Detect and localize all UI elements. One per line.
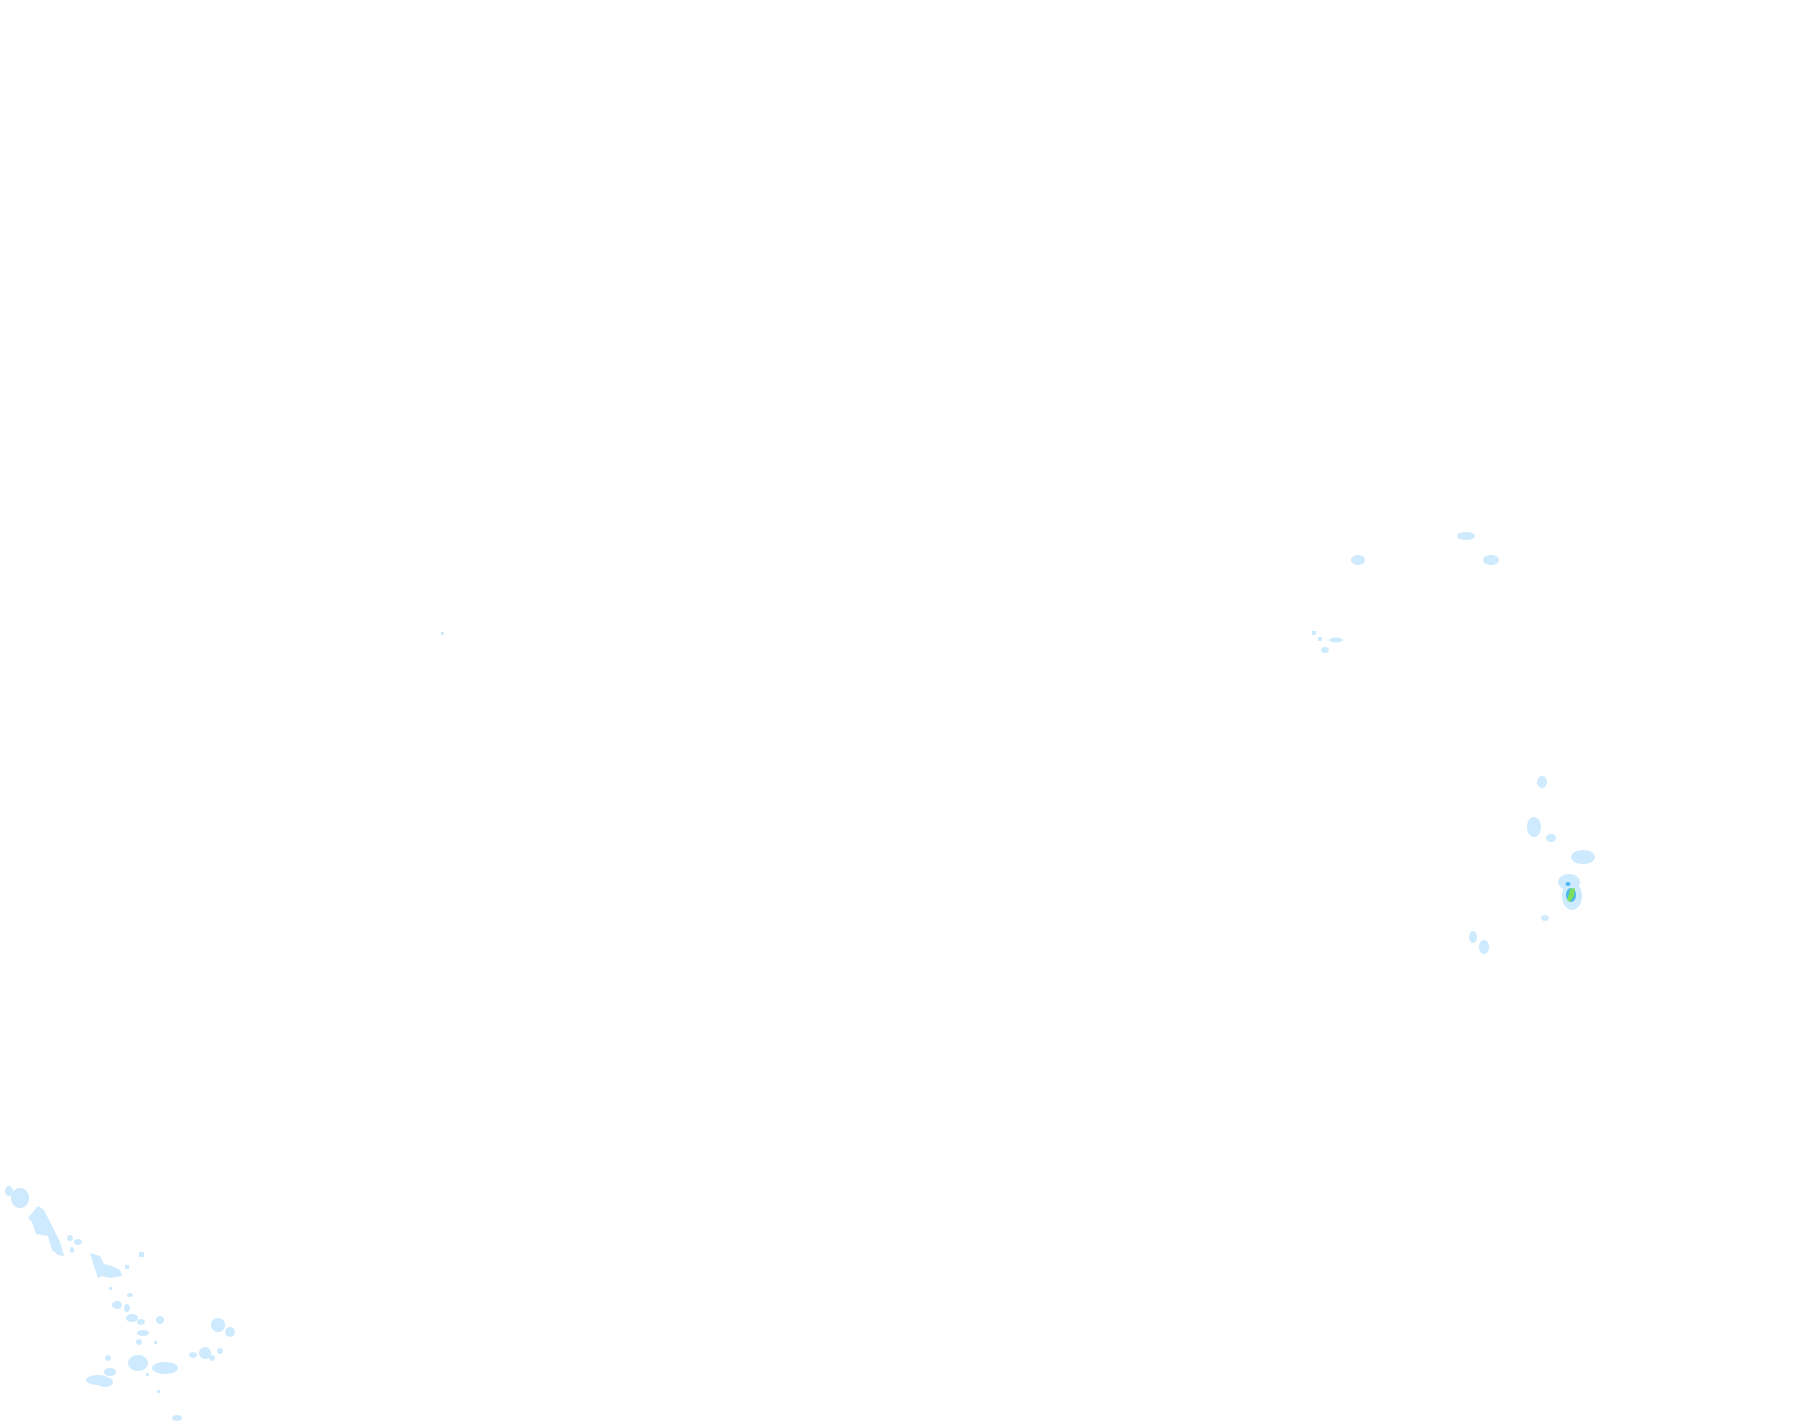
echo-cell — [104, 1368, 116, 1376]
echo-cell — [28, 1206, 64, 1256]
echo-cell — [209, 1355, 215, 1361]
echo-cell — [112, 1301, 122, 1309]
echo-cell — [156, 1316, 164, 1324]
echo-cell — [126, 1314, 138, 1322]
echo-cell — [189, 1352, 197, 1358]
echo-cell — [152, 1362, 178, 1374]
echo-cell — [172, 1415, 182, 1421]
echo-cell — [146, 1373, 149, 1376]
echo-cell — [1546, 834, 1556, 842]
cell-cluster-east — [1469, 776, 1595, 954]
echo-cell — [1483, 555, 1499, 565]
echo-cell — [137, 1330, 149, 1336]
echo-cell — [1318, 637, 1322, 641]
echo-cell — [211, 1318, 225, 1332]
echo-cell — [125, 1265, 129, 1269]
echo-cell — [90, 1253, 122, 1278]
echo-cell — [1571, 850, 1595, 864]
echo-cell — [199, 1347, 211, 1359]
echo-cell — [1329, 637, 1343, 643]
echo-cell — [139, 1252, 144, 1257]
heavy-core — [1567, 888, 1575, 902]
echo-cell — [128, 1355, 148, 1371]
echo-cell — [1469, 931, 1477, 943]
echo-cell — [225, 1327, 235, 1337]
cell-cluster-southwest — [5, 1186, 235, 1421]
echo-cell — [217, 1348, 223, 1354]
echo-cell — [124, 1304, 130, 1312]
echo-cell — [1541, 915, 1549, 921]
echo-cell — [86, 1375, 110, 1385]
echo-cell — [157, 1390, 160, 1393]
echo-cell — [1457, 532, 1475, 540]
echo-cell — [1479, 940, 1489, 954]
echo-cell — [67, 1235, 73, 1241]
moderate-core — [1565, 882, 1571, 886]
echo-cell — [5, 1186, 13, 1196]
echo-cell — [74, 1239, 82, 1245]
echo-cell — [441, 632, 444, 635]
echo-cell — [1527, 817, 1541, 837]
echo-cell — [105, 1355, 111, 1361]
echo-cell — [127, 1293, 133, 1297]
cell-cluster-northeast — [441, 532, 1499, 653]
echo-cell — [1321, 647, 1329, 653]
echo-cell — [1537, 776, 1547, 788]
echo-cell — [11, 1188, 29, 1208]
echo-cell — [154, 1341, 157, 1344]
echo-cell — [136, 1339, 142, 1345]
echo-cell — [1312, 631, 1316, 635]
echo-cell — [109, 1287, 112, 1290]
echo-cell — [70, 1247, 74, 1253]
echo-cell — [137, 1319, 145, 1325]
echo-cell — [1351, 555, 1365, 565]
